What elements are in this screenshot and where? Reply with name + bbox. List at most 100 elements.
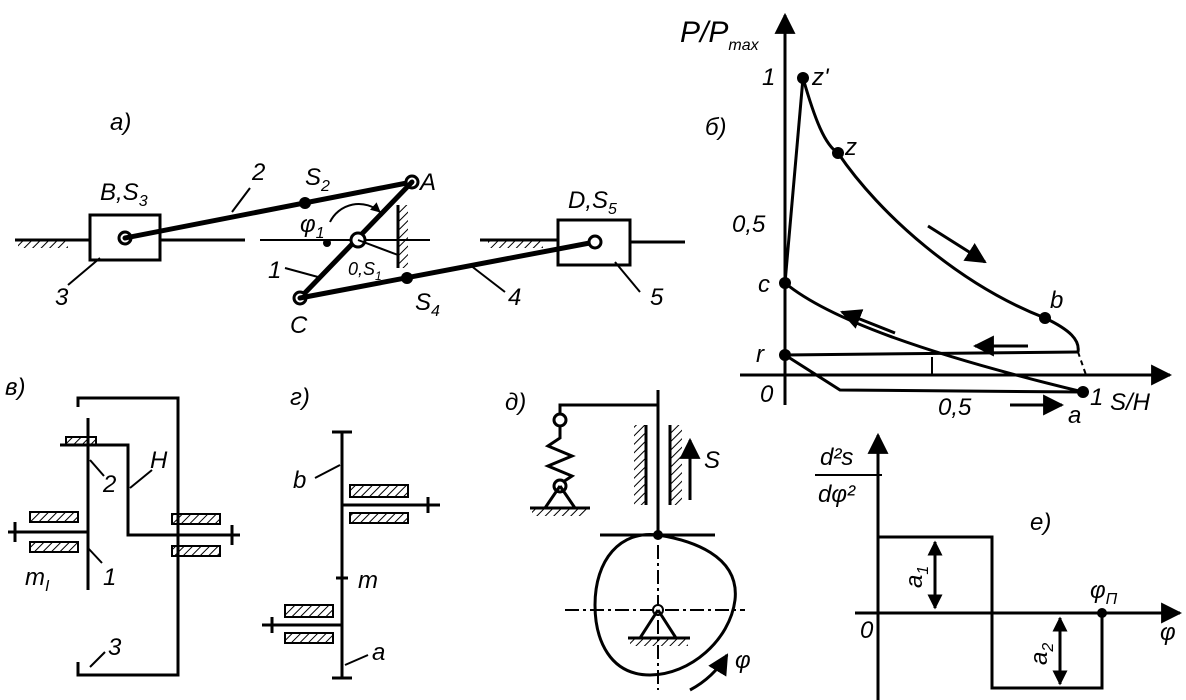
ground-right-hatch bbox=[488, 240, 543, 248]
leader-ga bbox=[344, 654, 369, 666]
point-r bbox=[779, 349, 791, 361]
label-ga: a bbox=[372, 639, 385, 666]
pivot-a-top bbox=[284, 604, 334, 618]
carrier-h bbox=[88, 443, 178, 537]
label-r: r bbox=[756, 341, 765, 368]
bearing-left-bottom bbox=[29, 541, 79, 553]
spring bbox=[544, 426, 576, 486]
label-v3: 3 bbox=[108, 634, 122, 661]
leader-v3 bbox=[89, 651, 106, 668]
curve-c-zprime bbox=[783, 77, 805, 284]
curve-exhaust bbox=[784, 350, 1079, 357]
label-gm: m bbox=[358, 567, 378, 594]
label-b-s3: B,S3 bbox=[100, 179, 148, 210]
pivot-b-top bbox=[349, 484, 409, 498]
point-s2 bbox=[299, 197, 311, 209]
label-gb: b bbox=[293, 467, 306, 494]
leader-4 bbox=[469, 264, 506, 293]
label-n2: 2 bbox=[251, 159, 265, 186]
label-o-s1: 0,S1 bbox=[348, 259, 382, 283]
slider-3 bbox=[88, 213, 162, 262]
ground-o-hatch bbox=[398, 205, 408, 268]
spring-lever bbox=[558, 403, 658, 420]
satellite-bearing bbox=[65, 436, 97, 446]
label-c: C bbox=[290, 312, 308, 339]
pivot-a-bottom bbox=[284, 632, 334, 644]
panel-b-tag: б) bbox=[705, 114, 727, 141]
label-phi-p: φП bbox=[1090, 577, 1118, 608]
guide-hatch-2 bbox=[670, 425, 682, 505]
label-v1: 1 bbox=[103, 564, 116, 591]
leader-2 bbox=[231, 187, 251, 213]
panel-a-tag: a) bbox=[110, 109, 131, 136]
spring-top-joint bbox=[552, 412, 568, 428]
leader-v2 bbox=[89, 459, 105, 477]
spring-ground-hatch bbox=[532, 508, 587, 516]
label-origin: 0 bbox=[860, 617, 874, 644]
panel-g-tag: г) bbox=[290, 384, 310, 411]
leader-gb bbox=[314, 464, 341, 479]
x-axis-label: S/H bbox=[1110, 389, 1151, 416]
rotation-arrow bbox=[689, 653, 729, 692]
panel-e-tag: е) bbox=[1030, 509, 1051, 536]
panel-d-tag: д) bbox=[505, 389, 526, 416]
point-b bbox=[1039, 312, 1051, 324]
label-n5: 5 bbox=[650, 284, 664, 311]
leader-5 bbox=[614, 261, 641, 293]
phi1-arc bbox=[329, 202, 381, 223]
panel-v-planetary-gear: в) 1 2 H 3 mI bbox=[5, 374, 240, 677]
label-a: A bbox=[418, 169, 436, 196]
label-z: z bbox=[844, 134, 857, 161]
bearing-left-top bbox=[29, 511, 79, 523]
panel-b-indicator-diagram: б) P/Pmax S/H 1 0,5 0 0,5 1 z' bbox=[680, 12, 1173, 429]
phi1-dot bbox=[323, 239, 331, 247]
tick-x-0: 0 bbox=[760, 381, 774, 408]
label-b: b bbox=[1050, 287, 1063, 314]
joint-d bbox=[587, 234, 603, 250]
tick-y-05: 0,5 bbox=[732, 211, 766, 238]
accel-step-curve bbox=[878, 535, 1104, 690]
leader-1 bbox=[284, 267, 319, 278]
point-s4 bbox=[401, 272, 413, 284]
bearing-right-bottom bbox=[171, 545, 221, 557]
point-a bbox=[1077, 386, 1089, 398]
label-d2s: d²s bbox=[820, 444, 853, 471]
label-s: S bbox=[704, 447, 720, 474]
panel-a-linkage: a) B,S3 bbox=[15, 109, 685, 339]
pivot-b-bottom bbox=[349, 512, 409, 524]
y-axis-label: P/Pmax bbox=[680, 16, 760, 54]
bearing-right-top bbox=[171, 513, 221, 525]
panel-v-tag: в) bbox=[5, 374, 26, 401]
label-n1: 1 bbox=[268, 257, 281, 284]
label-s4: S4 bbox=[415, 289, 440, 320]
tick-x-1: 1 bbox=[1090, 384, 1103, 411]
curve-expansion bbox=[801, 77, 1080, 353]
panel-d-cam: д) S φ bbox=[505, 389, 751, 692]
ground-left-hatch bbox=[18, 240, 68, 248]
label-s2: S2 bbox=[305, 164, 330, 195]
support-o bbox=[357, 239, 399, 256]
label-dphi2: dφ² bbox=[818, 481, 856, 508]
link-2 bbox=[122, 179, 415, 241]
arrow-compression bbox=[840, 309, 896, 335]
arrow-expansion bbox=[927, 224, 987, 264]
tick-y-1: 1 bbox=[762, 64, 775, 91]
label-phi-axis: φ bbox=[1160, 619, 1176, 646]
leader-3 bbox=[67, 257, 101, 286]
cam-profile bbox=[593, 532, 737, 677]
panel-e-acceleration: е) d²s dφ² 0 φ φП a1 a2 bbox=[815, 432, 1183, 700]
point-c bbox=[779, 277, 791, 289]
curve-b-a-dashed bbox=[1077, 351, 1087, 376]
label-mi: mI bbox=[25, 564, 50, 595]
tick-x-05: 0,5 bbox=[938, 394, 972, 421]
point-z bbox=[832, 147, 844, 159]
label-zprime: z' bbox=[811, 64, 830, 91]
leader-vh bbox=[129, 469, 153, 489]
label-d-s5: D,S5 bbox=[568, 187, 617, 218]
curve-intake bbox=[784, 353, 1084, 394]
label-n4: 4 bbox=[508, 284, 521, 311]
guide-hatch bbox=[634, 425, 646, 505]
label-a-point: a bbox=[1068, 402, 1081, 429]
cam-ground-hatch bbox=[630, 638, 688, 646]
